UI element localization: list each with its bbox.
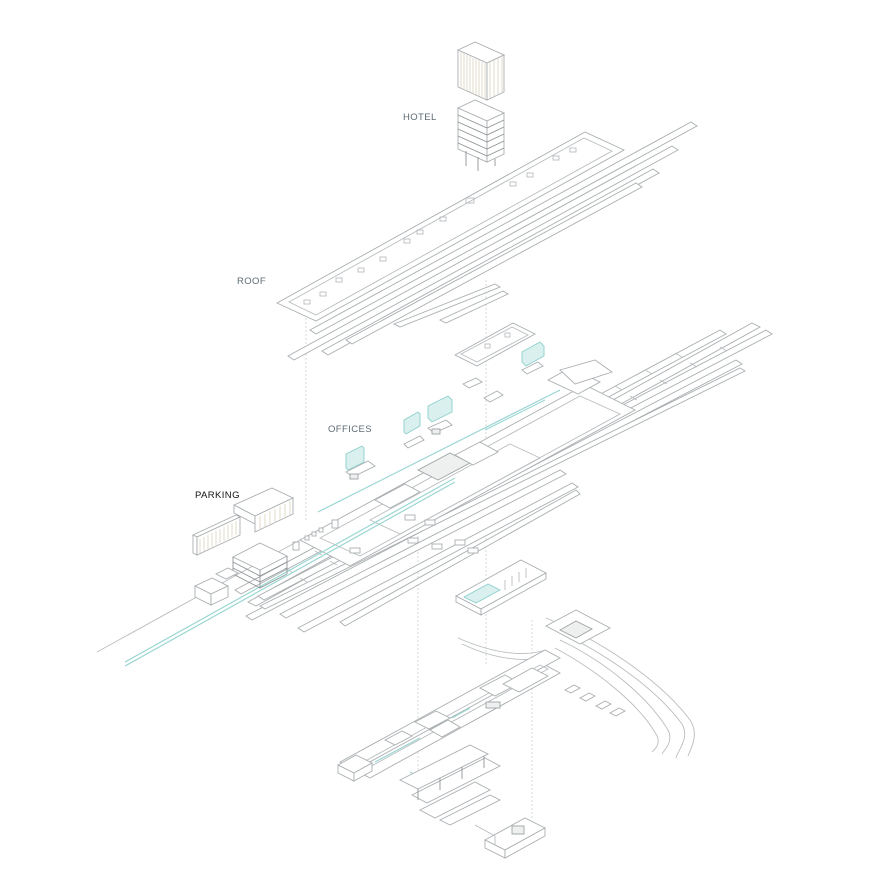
cyan-rail-main (124, 477, 456, 663)
hotel-tower (456, 41, 506, 171)
roof-label: ROOF (237, 276, 266, 287)
offices-label: OFFICES (328, 424, 372, 435)
mezzanine-block (455, 559, 547, 616)
roof-layer (276, 121, 698, 361)
underground-level (337, 609, 695, 859)
platform-level (96, 322, 773, 667)
parking-label: PARKING (195, 490, 240, 501)
hotel-label: HOTEL (403, 112, 437, 123)
office-blocks (345, 322, 545, 480)
parking-structure (191, 487, 295, 606)
